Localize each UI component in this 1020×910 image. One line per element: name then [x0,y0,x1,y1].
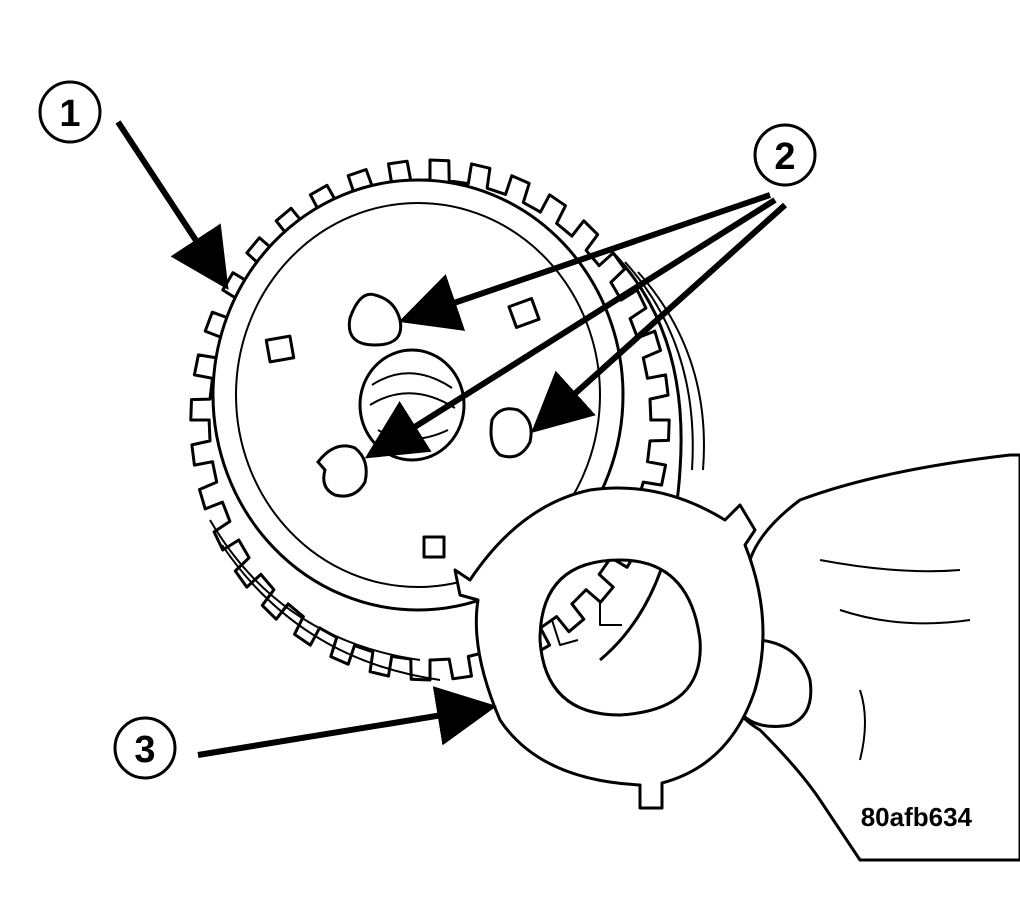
callout-2: 2 [753,123,817,187]
jelly-dab [489,407,533,459]
arrow-to-jelly [398,192,771,331]
clutch-hub [189,158,705,682]
clutch-hub-side [599,248,683,662]
callout-number: 3 [134,729,155,771]
callout-number: 2 [774,136,795,178]
thrust-washer [453,486,765,810]
arrow-to-jelly [531,202,788,434]
hand [722,453,1020,862]
hub-slot [422,535,446,559]
thrust-washer-body [453,486,765,810]
arrow-to-washer [197,686,497,758]
callout-circle [753,123,817,187]
arrow-to-hub [115,120,229,291]
figure-code: 80afb634 [861,802,973,832]
callout-number: 1 [59,93,80,135]
hub-slot [264,334,296,364]
callout-1: 1 [38,80,102,144]
callout-circle [38,80,102,144]
leader-arrows [115,120,788,758]
callout-3: 3 [113,716,177,780]
hub-slot [507,297,541,329]
jelly-dab [316,444,368,498]
callout-circle [113,716,177,780]
jelly-dabs [316,292,533,498]
arrow-to-jelly [364,197,777,459]
